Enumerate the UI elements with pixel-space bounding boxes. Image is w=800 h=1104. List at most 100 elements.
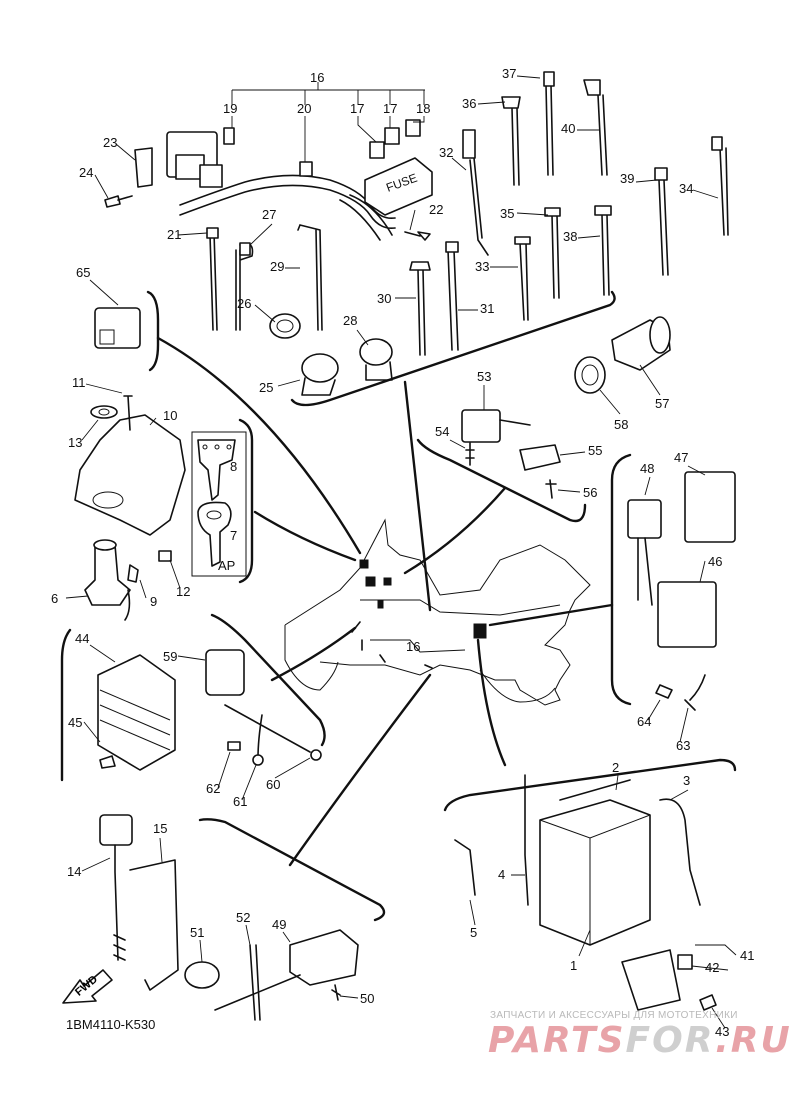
callout-9: 9 [150,594,157,609]
group-bracket-bottom [198,818,386,922]
ap-label: AP [218,558,235,573]
callout-36: 36 [462,96,476,111]
callout-7: 7 [230,528,237,543]
callout-32: 32 [439,145,453,160]
sensors-53-55 [461,409,561,499]
bolt-24 [104,195,133,208]
callout-30: 30 [377,291,391,306]
watermark-logo-part1: PARTS [488,1020,626,1061]
callout-6: 6 [51,591,58,606]
callout-17a: 17 [350,101,364,116]
callout-43: 43 [715,1024,729,1039]
bolt-64 [655,684,673,699]
callout-1: 1 [570,958,577,973]
group-bracket-keys [238,418,254,584]
callout-48: 48 [640,461,654,476]
group-bracket-battery [443,758,737,812]
leader-line-65 [156,336,362,555]
callout-59: 59 [163,649,177,664]
callout-4: 4 [498,867,505,882]
callout-29: 29 [270,259,284,274]
leader-line-top [403,380,432,612]
clamps [239,242,393,396]
diagram-code: 1BM4110-K530 [66,1017,156,1032]
callout-34: 34 [679,181,693,196]
callout-53: 53 [477,369,491,384]
group-bracket-53 [416,438,587,523]
callout-40: 40 [561,121,575,136]
callout-2: 2 [612,760,619,775]
sensor-63 [684,674,706,711]
callout-25: 25 [259,380,273,395]
callout-18: 18 [416,101,430,116]
callout-60: 60 [266,777,280,792]
callout-51: 51 [190,925,204,940]
battery-assembly [454,774,717,1011]
relay-65 [94,307,141,349]
callout-11: 11 [72,375,86,390]
callout-56: 56 [583,485,597,500]
callout-54: 54 [435,424,449,439]
callout-63: 63 [676,738,690,753]
callout-22: 22 [429,202,443,217]
rectifier-44 [97,654,176,771]
callout-20: 20 [297,101,311,116]
callout-44: 44 [75,631,89,646]
callout-16b: 16 [406,639,420,654]
callout-45: 45 [68,715,82,730]
callout-41: 41 [740,948,754,963]
switch-14-15 [99,814,179,991]
callout-19: 19 [223,101,237,116]
callout-leaders [65,75,737,1029]
callout-13: 13 [68,435,82,450]
cable-ties [206,71,729,356]
leader-line-right [488,603,614,627]
callout-17b: 17 [383,101,397,116]
callout-39: 39 [620,171,634,186]
callout-27: 27 [262,207,276,222]
callout-64: 64 [637,714,651,729]
callout-52: 52 [236,910,250,925]
group-bracket-59 [210,613,326,747]
callout-65: 65 [76,265,90,280]
leader-line-battery [476,638,507,767]
callout-14: 14 [67,864,81,879]
bottom-parts [184,929,359,1021]
callout-8: 8 [230,459,237,474]
callout-35: 35 [500,206,514,221]
callout-15: 15 [153,821,167,836]
callout-12: 12 [176,584,190,599]
group-bracket-65 [146,290,160,372]
leader-line-keys [253,510,357,562]
relay-59-group [205,649,322,766]
callout-5: 5 [470,925,477,940]
callout-16a: 16 [310,70,324,85]
callout-46: 46 [708,554,722,569]
callout-37: 37 [502,66,516,81]
watermark-logo-part2: FOR [625,1020,716,1061]
wire-harness: FUSE [166,82,433,241]
callout-26: 26 [237,296,251,311]
main-switch-assembly [74,395,186,621]
leader-line-59 [270,626,357,682]
callout-3: 3 [683,773,690,788]
callout-58: 58 [614,417,628,432]
callout-10: 10 [163,408,177,423]
motorcycle-outline [284,518,591,706]
socket-57-58 [574,316,671,394]
watermark-logo: PARTSFOR.RU [488,1020,792,1061]
group-bracket-right [610,453,632,706]
callout-38: 38 [563,229,577,244]
callout-42: 42 [705,960,719,975]
callout-47: 47 [674,450,688,465]
watermark-logo-part3: .RU [715,1020,792,1061]
callout-21: 21 [167,227,181,242]
callout-49: 49 [272,917,286,932]
callout-61: 61 [233,794,247,809]
keys: AP [191,431,247,577]
callout-31: 31 [480,301,494,316]
callout-labels: 1 2 3 4 5 6 7 8 9 10 11 12 13 14 15 16 1… [51,66,754,1039]
callout-62: 62 [206,781,220,796]
fwd-arrow-icon [62,969,113,1004]
